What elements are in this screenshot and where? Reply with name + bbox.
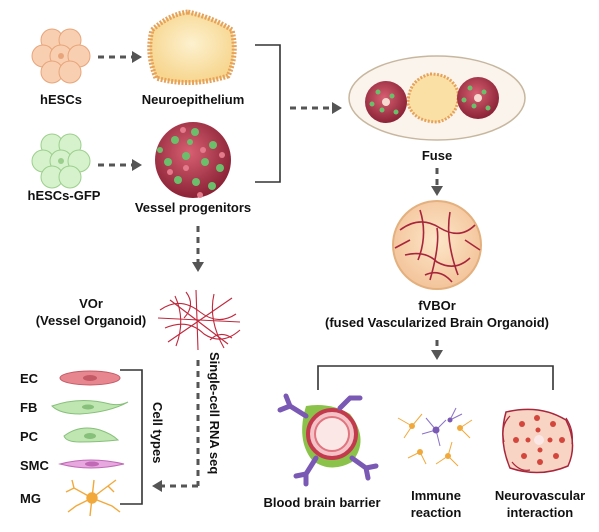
label-fuse: Fuse bbox=[421, 148, 453, 163]
label-cell-types: Cell types bbox=[150, 402, 165, 464]
arrow-to-vor bbox=[192, 226, 204, 272]
arrow-scrna bbox=[152, 360, 200, 492]
arrow-fvbor-to-apps bbox=[431, 340, 443, 360]
label-vor: VOr bbox=[79, 296, 103, 311]
label-neurovascular: Neurovascular bbox=[494, 488, 586, 503]
bbb-icon bbox=[277, 393, 379, 487]
label-neurovascular-2: interaction bbox=[506, 505, 574, 520]
label-hescs-gfp: hESCs-GFP bbox=[27, 188, 101, 203]
label-fvbor: fVBOr bbox=[418, 298, 456, 313]
label-fvbor-full: (fused Vascularized Brain Organoid) bbox=[325, 315, 549, 330]
cell-types-bracket bbox=[120, 369, 143, 505]
cell-type-fb: FB bbox=[20, 400, 38, 415]
label-immune: Immune bbox=[411, 488, 461, 503]
arrow-gfp-to-vessel bbox=[98, 159, 142, 171]
label-hescs: hESCs bbox=[40, 92, 82, 107]
arrow-hescs-to-neuro bbox=[98, 51, 142, 63]
cell-ec-icon bbox=[59, 370, 121, 386]
cell-type-ec: EC bbox=[20, 371, 39, 386]
vessel-progenitors-icon bbox=[155, 122, 231, 198]
cell-type-smc: SMC bbox=[20, 458, 49, 473]
cell-mg-icon bbox=[65, 479, 121, 517]
applications-bracket bbox=[317, 365, 554, 390]
fvbor-icon bbox=[392, 200, 482, 290]
bracket-to-fuse bbox=[255, 44, 281, 183]
neurovascular-icon bbox=[502, 408, 574, 474]
hescs-cluster-icon bbox=[31, 28, 91, 84]
cell-type-pc: PC bbox=[20, 429, 39, 444]
label-vessel-progenitors: Vessel progenitors bbox=[134, 200, 252, 215]
label-neuroepithelium: Neuroepithelium bbox=[141, 92, 245, 107]
cell-type-mg: MG bbox=[20, 491, 41, 506]
label-immune-2: reaction bbox=[410, 505, 462, 520]
hescs-gfp-cluster-icon bbox=[31, 133, 91, 189]
fuse-dish-icon bbox=[348, 55, 526, 141]
neuroepithelium-icon bbox=[147, 9, 237, 86]
arrow-fuse-to-fvbor bbox=[431, 168, 443, 196]
cell-pc-icon bbox=[63, 427, 120, 443]
immune-reaction-icon bbox=[397, 407, 473, 467]
cell-smc-icon bbox=[58, 459, 125, 469]
label-single-cell: Single-cell RNA seq bbox=[207, 352, 222, 475]
label-bbb: Blood brain barrier bbox=[263, 495, 381, 510]
cell-fb-icon bbox=[51, 400, 129, 415]
label-vor-full: (Vessel Organoid) bbox=[35, 313, 147, 328]
vor-vessel-network-icon bbox=[157, 289, 241, 351]
arrow-to-fuse bbox=[290, 102, 342, 114]
